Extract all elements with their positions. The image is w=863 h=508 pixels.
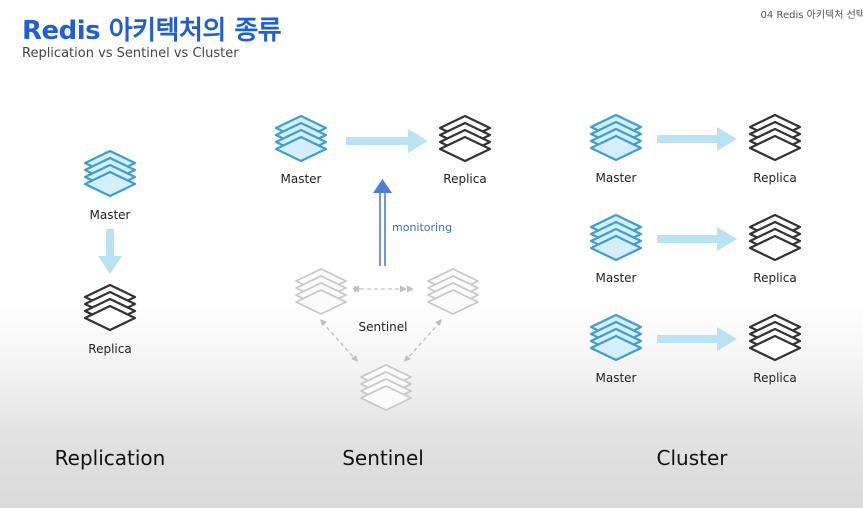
slide-section-label: 04 Redis 아키텍처 선택	[760, 10, 863, 21]
cluster-replica-icon	[750, 315, 800, 360]
sentinel-node-icon	[361, 365, 411, 410]
sentinel-master-icon	[276, 116, 326, 161]
cluster-arrow	[657, 227, 737, 251]
replication-arrow	[98, 229, 122, 274]
page-subtitle: Replication vs Sentinel vs Cluster	[22, 46, 239, 61]
page-title: Redis 아키텍처의 종류	[22, 16, 282, 46]
cluster-master-label: Master	[595, 371, 637, 385]
cluster-replica-label: Replica	[753, 371, 797, 385]
monitoring-label: monitoring	[392, 221, 453, 234]
sentinel-replica-icon	[440, 116, 490, 161]
cluster-master-icon	[591, 115, 641, 160]
cluster-section-label: Cluster	[656, 446, 728, 470]
sentinel-node-icon	[428, 269, 478, 314]
cluster-replica-icon	[750, 115, 800, 160]
cluster-master-icon	[591, 315, 641, 360]
sentinel-node-icon	[296, 269, 346, 314]
cluster-master-label: Master	[595, 171, 637, 185]
sentinel-dashed-arrowheads	[320, 285, 442, 362]
replication-master-icon	[85, 151, 135, 196]
sentinel-master-label: Master	[280, 172, 322, 186]
cluster-master-icon	[591, 215, 641, 260]
replication-replica-label: Replica	[88, 342, 132, 356]
replication-replica-icon	[85, 285, 135, 330]
sentinel-group-label: Sentinel	[358, 320, 408, 334]
cluster-replica-label: Replica	[753, 271, 797, 285]
monitoring-arrow	[373, 179, 392, 266]
sentinel-replication-arrow	[346, 129, 428, 153]
sentinel-dashed-links	[321, 285, 441, 361]
cluster-arrow	[657, 327, 737, 351]
cluster-arrow	[657, 127, 737, 151]
sentinel-replica-label: Replica	[443, 172, 487, 186]
cluster-replica-icon	[750, 215, 800, 260]
cluster-master-label: Master	[595, 271, 637, 285]
sentinel-section-label: Sentinel	[342, 446, 424, 470]
replication-section-label: Replication	[54, 446, 166, 470]
cluster-replica-label: Replica	[753, 171, 797, 185]
replication-master-label: Master	[89, 208, 131, 222]
